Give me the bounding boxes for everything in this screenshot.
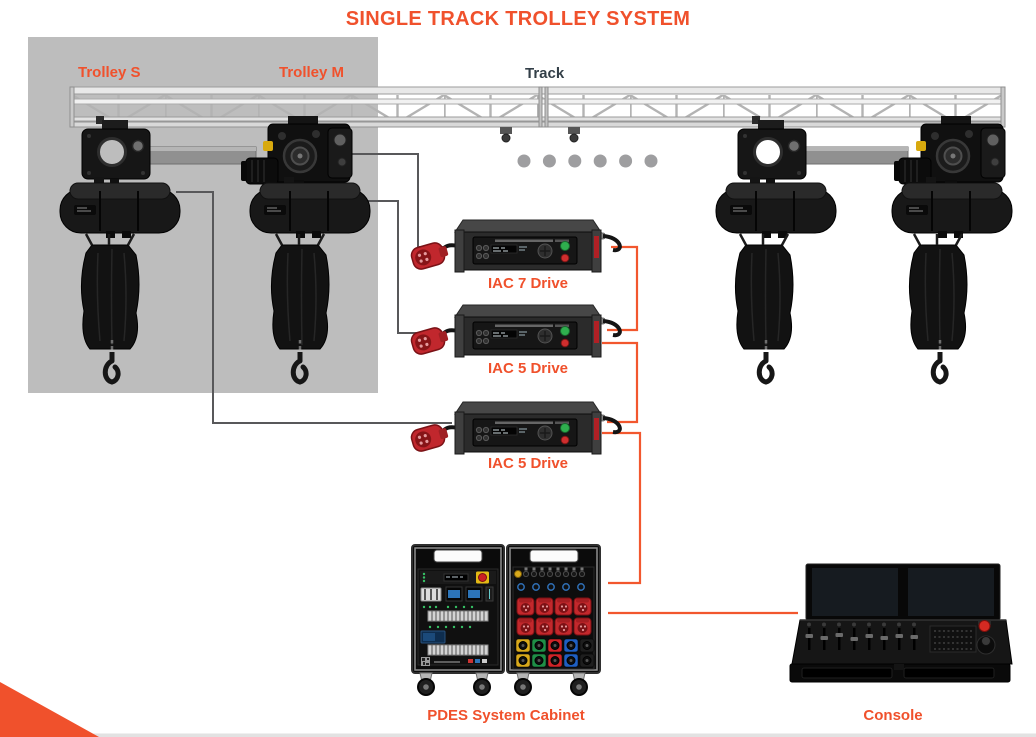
chain-hoist — [891, 176, 1013, 239]
console-joystick — [976, 635, 996, 655]
truss-track — [69, 86, 1006, 143]
caster-wheel — [570, 672, 588, 696]
corner-triangle — [0, 682, 99, 737]
console-estop — [978, 620, 991, 632]
iac-5-drive-label: IAC 5 Drive — [487, 360, 569, 377]
chain-bag — [908, 232, 969, 351]
iac-5-drive-unit — [407, 400, 622, 456]
console-label: Console — [863, 707, 923, 724]
iac-7-drive-unit — [407, 218, 622, 274]
iac-7-drive-label: IAC 7 Drive — [487, 275, 569, 292]
iac-5-drive-unit — [407, 303, 622, 359]
trolley-s-label: Trolley S — [78, 64, 141, 81]
emergency-stop-button — [476, 571, 489, 584]
chain-bag — [270, 232, 331, 351]
continuation-dots — [517, 154, 658, 168]
chain-bag — [80, 232, 141, 351]
trolley-m-label: Trolley M — [279, 64, 345, 81]
fader-bank — [805, 622, 918, 650]
track-label: Track — [525, 65, 565, 82]
pdes-cabinet-right — [506, 544, 601, 696]
control-console — [789, 563, 1013, 683]
track-clamp — [500, 127, 512, 143]
console-screen-right — [908, 568, 994, 616]
drive-bus-lines — [602, 245, 798, 615]
page-bottom-edge — [0, 733, 1036, 737]
pdes-cabinet-left — [411, 544, 505, 696]
pdes-cabinet-label: PDES System Cabinet — [427, 707, 585, 724]
iac-5-drive-label: IAC 5 Drive — [487, 455, 569, 472]
caster-wheel — [514, 672, 532, 696]
page-title: SINGLE TRACK TROLLEY SYSTEM — [345, 8, 691, 30]
caster-wheel — [473, 672, 491, 696]
chain-bag — [734, 232, 795, 351]
caster-wheel — [417, 672, 435, 696]
track-clamp — [568, 127, 580, 143]
chain-hoist — [715, 176, 837, 239]
console-keypad — [929, 625, 977, 653]
chain-hoist — [249, 176, 371, 239]
chain-hoist — [59, 176, 181, 239]
console-screen-left — [812, 568, 898, 616]
